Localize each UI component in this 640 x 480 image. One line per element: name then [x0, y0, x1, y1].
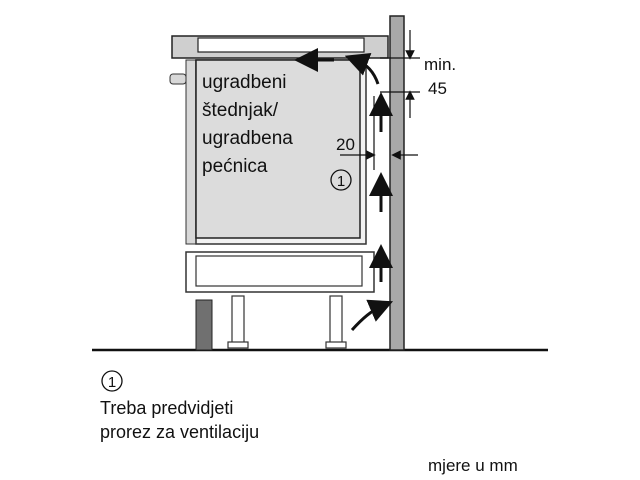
- airflow-curve-bottom: [350, 299, 394, 331]
- appliance-label-line-4: pećnica: [202, 156, 268, 177]
- knob: [169, 73, 187, 85]
- callout-number: 1: [337, 173, 345, 190]
- plinth: [195, 299, 213, 351]
- leg-right-foot: [325, 341, 347, 349]
- leg-left-foot: [227, 341, 249, 349]
- hob-plate: [197, 37, 365, 53]
- dim-top-value-label: 45: [428, 79, 447, 98]
- leg-right: [329, 295, 343, 347]
- oven-door: [195, 59, 361, 239]
- appliance-label-line-1: ugradbeni: [202, 72, 287, 93]
- dim-top-min-label: min.: [424, 55, 456, 74]
- units-note: mjere u mm: [428, 456, 518, 475]
- appliance-label-line-3: ugradbena: [202, 128, 293, 149]
- legend-marker-number: 1: [108, 374, 116, 391]
- legend-text-line-1: Treba predvidjeti: [100, 398, 234, 418]
- leg-left: [231, 295, 245, 347]
- cabinet-side-panel: [185, 59, 197, 245]
- callout-circle: [330, 169, 352, 191]
- legend-text-line-2: prorez za ventilaciju: [100, 422, 260, 442]
- legend-circle: [101, 370, 123, 392]
- rear-wall: [389, 15, 405, 351]
- airflow-curve-top: [344, 52, 380, 85]
- dim-side-value-label: 20: [336, 135, 355, 154]
- drawer-front: [195, 255, 363, 287]
- appliance-label-line-2: štednjak/: [202, 100, 279, 121]
